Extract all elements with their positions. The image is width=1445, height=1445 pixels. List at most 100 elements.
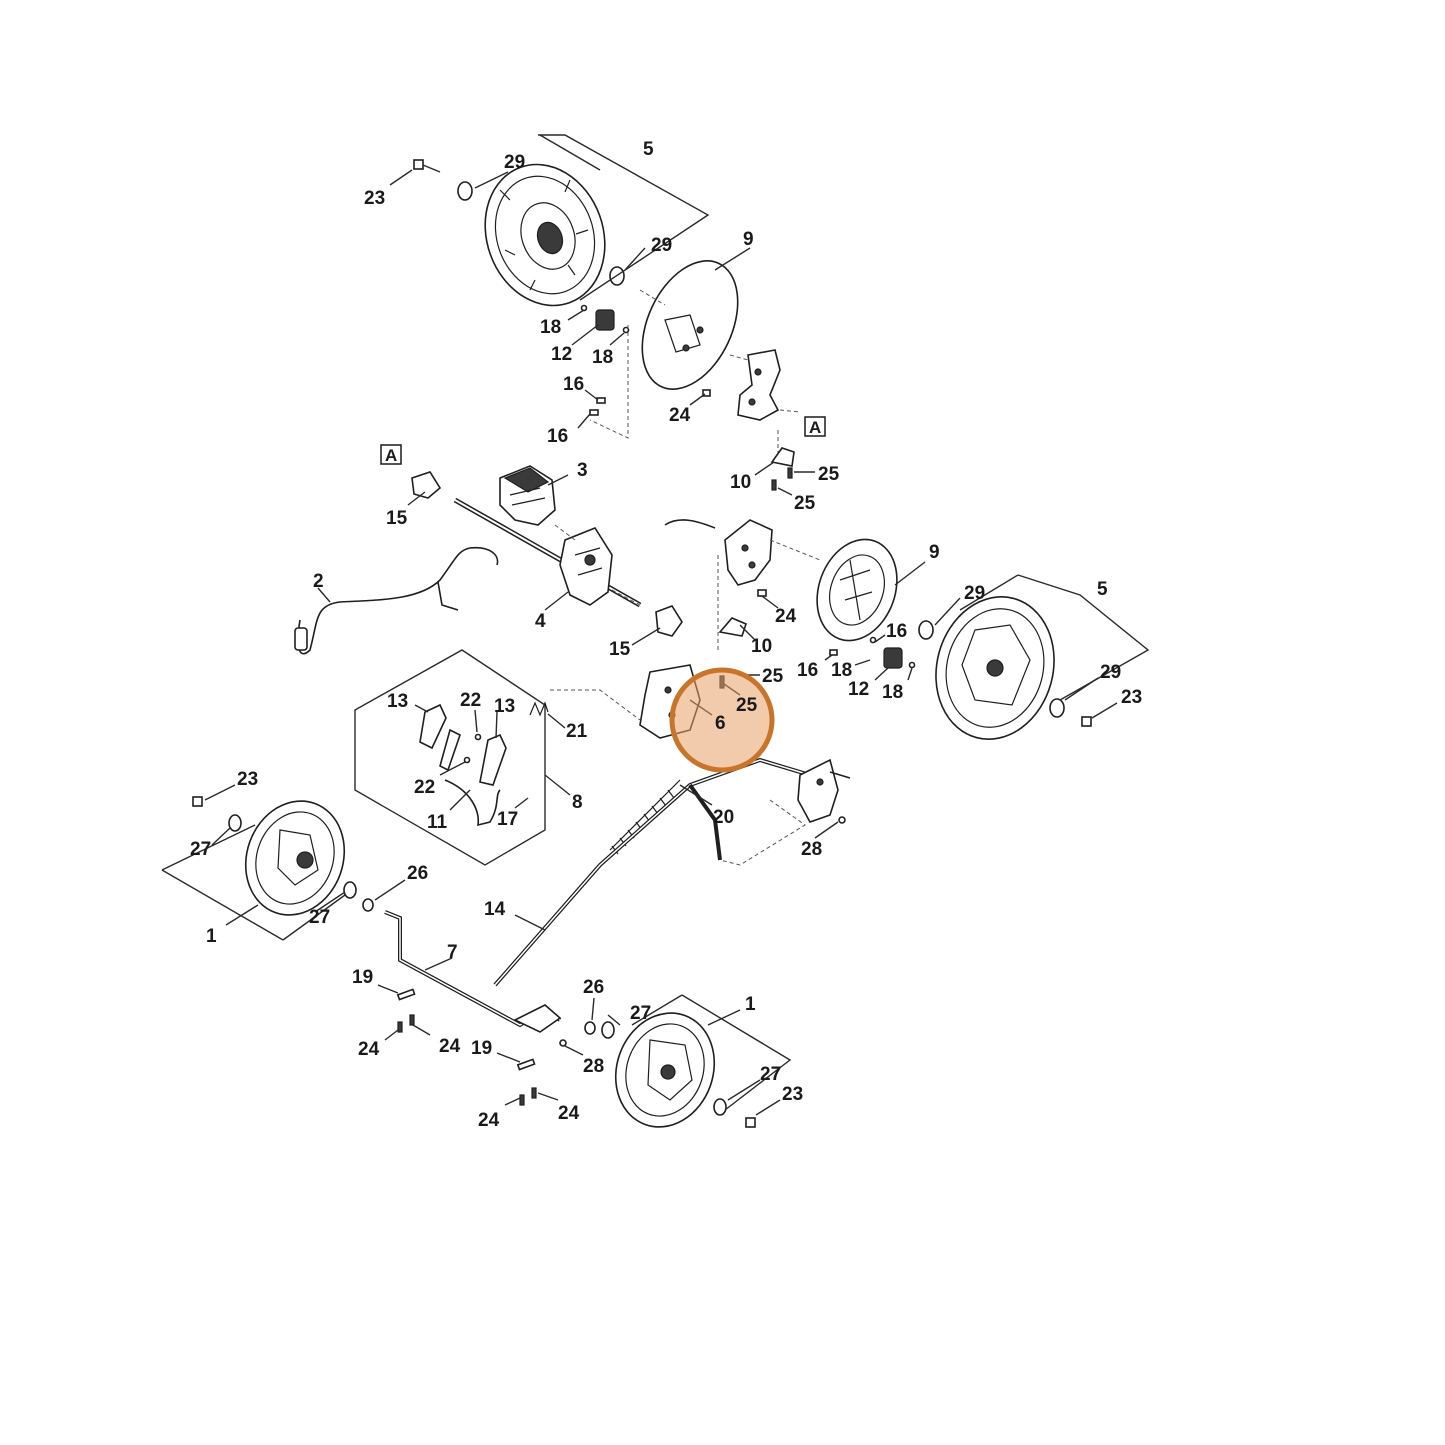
callout-labels: 23 29 5 29 9 18 12 18 16 16 24 3 15 10 2… — [190, 139, 1142, 1131]
coupling-15-right — [655, 605, 683, 637]
callout-29: 29 — [651, 235, 672, 256]
washers-front-right — [559, 1021, 615, 1047]
callout-23: 23 — [1121, 687, 1142, 708]
callout-29: 29 — [1100, 662, 1121, 683]
callout-25: 25 — [736, 695, 758, 716]
bolt-23-left — [192, 796, 203, 807]
screws-16-top — [589, 397, 606, 416]
callout-27: 27 — [190, 839, 211, 860]
pinion-12-top — [580, 304, 630, 334]
callout-18: 18 — [831, 660, 852, 681]
callout-19: 19 — [471, 1038, 492, 1059]
callout-9: 9 — [743, 229, 754, 250]
callout-24: 24 — [358, 1039, 380, 1060]
bolt-23-right — [1081, 716, 1092, 727]
callout-23: 23 — [364, 188, 385, 209]
callout-8: 8 — [572, 792, 583, 813]
callout-25: 25 — [818, 464, 840, 485]
callout-16: 16 — [797, 660, 818, 681]
callout-5: 5 — [1097, 579, 1108, 600]
callout-1: 1 — [206, 926, 217, 947]
callout-24: 24 — [439, 1036, 461, 1057]
pinion-12-right — [829, 636, 916, 669]
callout-19: 19 — [352, 967, 373, 988]
callout-29: 29 — [964, 583, 985, 604]
callout-18: 18 — [540, 317, 561, 338]
callout-18: 18 — [592, 347, 613, 368]
callout-4: 4 — [535, 611, 546, 632]
bolt-23-front — [745, 1117, 756, 1128]
bracket-top-right — [729, 349, 801, 421]
front-axle-7 — [384, 910, 562, 1033]
dash-motor — [554, 524, 641, 606]
callout-16: 16 — [563, 374, 584, 395]
callout-21: 21 — [566, 721, 588, 742]
washers-29-right — [918, 620, 1065, 718]
highlight-ring — [669, 667, 775, 773]
callout-3: 3 — [577, 460, 588, 481]
callout-15: 15 — [386, 508, 408, 529]
pivot-bracket-right — [797, 758, 851, 824]
bolt-23-top — [413, 159, 441, 173]
front-wheel-left — [244, 800, 346, 916]
callout-17: 17 — [497, 809, 518, 830]
callout-24: 24 — [669, 405, 691, 426]
washer-27-front — [713, 1098, 727, 1116]
screw-24-mid — [757, 589, 767, 597]
dash-top-left — [589, 325, 629, 439]
callout-20: 20 — [713, 807, 734, 828]
hubcap-9-top — [641, 260, 739, 390]
lever-set-box-8 — [354, 649, 546, 866]
callout-9: 9 — [929, 542, 940, 563]
callout-27: 27 — [760, 1064, 781, 1085]
callout-16: 16 — [886, 621, 907, 642]
callout-16: 16 — [547, 426, 568, 447]
front-wheel-right — [614, 1012, 716, 1128]
reference-a-label: A — [809, 418, 821, 437]
callout-11: 11 — [427, 812, 448, 833]
callout-28: 28 — [801, 839, 822, 860]
callout-18: 18 — [882, 682, 903, 703]
callout-12: 12 — [848, 679, 869, 700]
spring-21 — [529, 701, 549, 717]
frame-bracket-mid — [664, 519, 821, 650]
callout-25: 25 — [762, 666, 784, 687]
callout-26: 26 — [407, 863, 428, 884]
reference-marker-a-right: A — [804, 416, 826, 437]
callout-12: 12 — [551, 344, 572, 365]
washer-29-top — [457, 181, 625, 286]
callout-26: 26 — [583, 977, 604, 998]
dash-lever — [550, 689, 641, 721]
clip-10-mid — [718, 617, 747, 637]
callout-22: 22 — [460, 690, 481, 711]
callout-27: 27 — [630, 1003, 651, 1024]
callout-13: 13 — [387, 691, 408, 712]
callout-7: 7 — [447, 942, 458, 963]
reference-a-label: A — [385, 446, 397, 465]
dash-pivot — [719, 799, 806, 866]
coupling-15-left — [411, 471, 442, 499]
callout-24: 24 — [775, 606, 797, 627]
washer-26-left — [362, 898, 374, 912]
callout-23: 23 — [237, 769, 258, 790]
reference-marker-a-left: A — [380, 444, 402, 465]
rear-wheel-top — [484, 163, 606, 307]
screw-24-top — [702, 389, 711, 397]
clip-10-top — [770, 447, 795, 491]
callout-10: 10 — [730, 472, 751, 493]
callout-27: 27 — [309, 907, 330, 928]
callout-15: 15 — [609, 639, 631, 660]
callout-22: 22 — [414, 777, 435, 798]
washers-27-left — [228, 814, 357, 899]
clips-19-24 — [396, 988, 537, 1106]
callout-1: 1 — [745, 994, 756, 1015]
height-rod-14 — [493, 757, 811, 987]
callout-28: 28 — [583, 1056, 604, 1077]
callout-29: 29 — [504, 152, 525, 173]
callout-6: 6 — [715, 713, 726, 734]
cable-2 — [294, 546, 499, 655]
rear-wheel-right — [935, 596, 1055, 740]
callout-25: 25 — [794, 493, 816, 514]
callout-10: 10 — [751, 636, 772, 657]
